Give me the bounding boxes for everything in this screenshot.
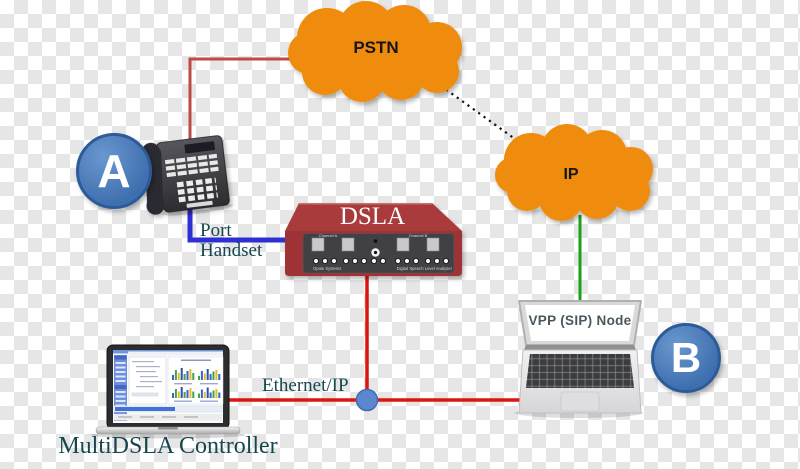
- endpoint-b-letter: B: [670, 334, 702, 381]
- dsla-channel-a-label: Channel A: [319, 233, 338, 238]
- phone-to-pstn-line: [188, 57, 302, 150]
- endpoint-a-letter: A: [97, 145, 131, 197]
- endpoint-a-badge: A: [76, 133, 152, 209]
- controller-label: MultiDSLA Controller: [58, 433, 278, 459]
- dsla-channel-jacks: [311, 237, 440, 252]
- port-label: Port: [200, 220, 232, 241]
- junction-dot: [355, 388, 379, 412]
- controller-chart-panel: [167, 356, 224, 405]
- ethernet-label: Ethernet/IP: [262, 375, 349, 396]
- handset-label: Handset: [200, 240, 263, 261]
- pstn-cloud: [288, 1, 462, 102]
- pstn-ip-dotted-line: [429, 77, 523, 145]
- controller-progress-bar: [115, 407, 175, 411]
- ip-cloud: [495, 124, 653, 221]
- dsla-device: Channel A Channel B Opale Systems Digita…: [285, 203, 462, 276]
- controller-chart-cluster: [172, 368, 195, 385]
- phone-icon: [141, 135, 233, 216]
- endpoint-b-badge: B: [651, 323, 721, 393]
- dsla-maker-label: Opale Systems: [313, 266, 341, 271]
- vpp-laptop-icon: [515, 300, 643, 418]
- controller-chart-cluster: [198, 387, 221, 402]
- pstn-cloud-label: PSTN: [353, 38, 399, 57]
- dsla-title: DSLA: [339, 203, 406, 230]
- vpp-trackpad: [560, 391, 600, 412]
- controller-laptop-icon: [90, 344, 246, 439]
- vpp-node-label: VPP (SIP) Node: [528, 313, 632, 328]
- controller-app-sidebar: [114, 355, 127, 421]
- dsla-product-label: Digital Speech Level Analyser: [397, 266, 453, 271]
- controller-chart-cluster: [198, 369, 221, 385]
- ip-cloud-label: IP: [563, 166, 579, 183]
- dsla-led-row: [312, 257, 450, 265]
- controller-tree-panel: [128, 356, 167, 405]
- controller-chart-cluster: [172, 387, 195, 402]
- dsla-channel-b-label: Channel B: [409, 233, 428, 238]
